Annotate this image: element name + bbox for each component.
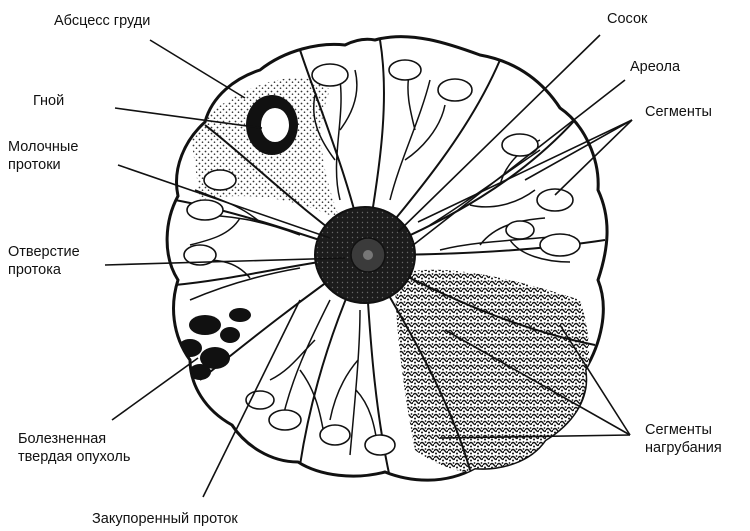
abscess (246, 95, 298, 155)
label-duct-opening: Отверстие протока (8, 243, 80, 279)
label-engorged-segments: Сегменты нагрубания (645, 421, 722, 457)
label-milk-ducts: Молочные протоки (8, 138, 78, 174)
label-blocked-duct: Закупоренный проток (92, 510, 238, 528)
label-diseased-tumor: Болезненная твердая опухоль (18, 430, 130, 466)
label-areola: Ареола (630, 58, 680, 76)
label-breast-abscess: Абсцесс груди (54, 12, 150, 30)
label-nipple: Сосок (607, 10, 647, 28)
label-pus: Гной (33, 92, 64, 110)
engorged-segment-area (395, 270, 589, 474)
label-segments: Сегменты (645, 103, 712, 121)
nipple (351, 238, 385, 272)
